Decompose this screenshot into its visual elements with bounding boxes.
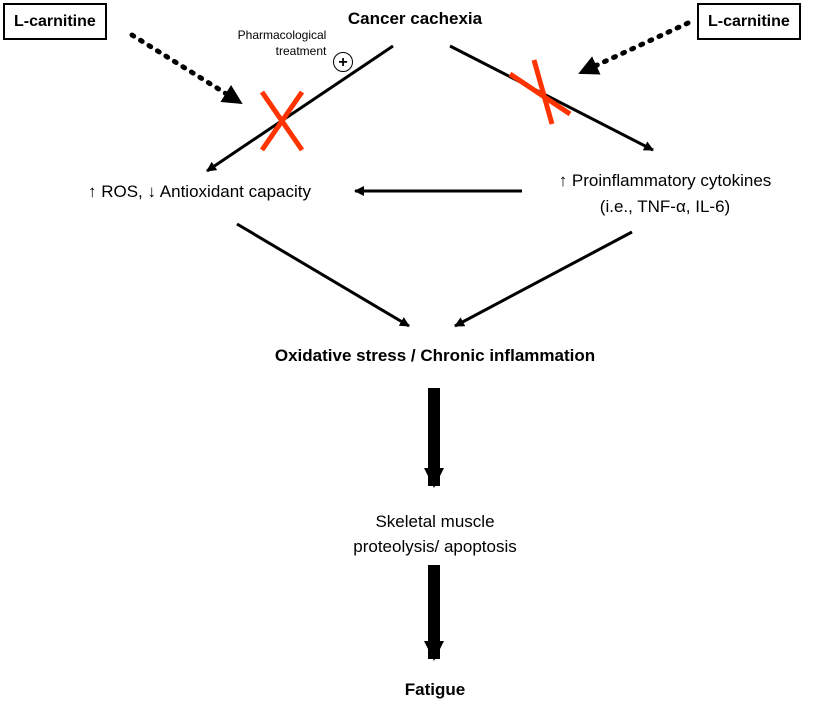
treatment-line: treatment: [275, 44, 327, 58]
cytokines-line: ↑ Proinflammatory cytokines: [558, 171, 772, 190]
skeletal-line: Skeletal muscle: [375, 512, 495, 531]
pharmacological-treatment-label: Pharmacological treatment: [232, 27, 332, 59]
lcarnitine-left-box: L-carnitine: [3, 3, 107, 40]
block-cross-left: [259, 90, 305, 152]
proteolysis-line: proteolysis/ apoptosis: [353, 537, 517, 556]
edge-cytokines-to-oxidative: [454, 230, 633, 328]
edge-ros-to-oxidative: [236, 222, 410, 328]
block-cross-right: [508, 59, 572, 125]
edge-cachexia-to-cytokines: [449, 44, 654, 152]
fatigue-label: Fatigue: [404, 680, 466, 699]
skeletal-muscle-label: Skeletal muscle proteolysis/ apoptosis: [320, 509, 550, 559]
edge-lcarnitine-right-dotted: [577, 20, 691, 76]
lcarnitine-right-box: L-carnitine: [697, 3, 801, 40]
pharmacological-line: Pharmacological: [237, 28, 327, 42]
edge-lcarnitine-left-dotted: [129, 32, 244, 106]
ros-antioxidant-label: ↑ ROS, ↓ Antioxidant capacity: [88, 182, 311, 201]
proinflammatory-cytokines-label: ↑ Proinflammatory cytokines (i.e., TNF-α…: [520, 168, 810, 220]
plus-circle-icon: +: [333, 52, 353, 72]
edge-cachexia-to-ros: [206, 44, 394, 173]
oxidative-stress-label: Oxidative stress / Chronic inflammation: [274, 346, 596, 365]
cytokines-examples-line: (i.e., TNF-α, IL-6): [599, 197, 731, 216]
cancer-cachexia-label: Cancer cachexia: [347, 9, 483, 28]
